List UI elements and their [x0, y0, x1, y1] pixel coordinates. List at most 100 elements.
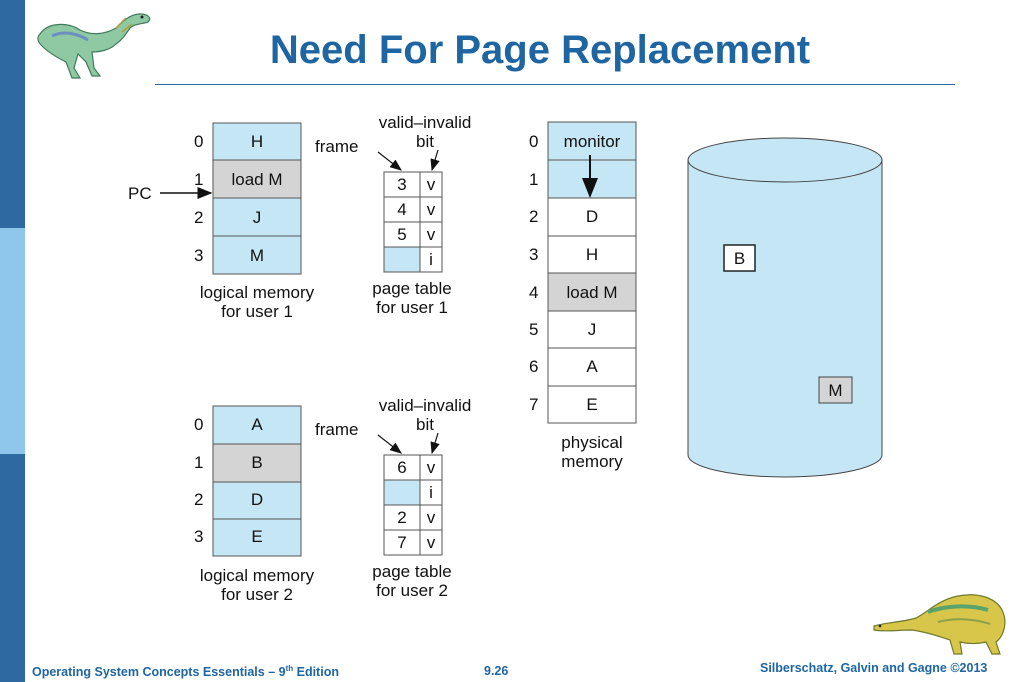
pt1-frame-value-2: 5: [397, 225, 407, 244]
logical2-content-0: A: [251, 415, 263, 434]
footer-page-number: 9.26: [484, 664, 509, 678]
frame-label-user2: frame: [315, 420, 359, 439]
pt1-frame-3: [383, 246, 421, 273]
slide-title: Need For Page Replacement: [269, 28, 811, 72]
phys-frame-4: [547, 272, 637, 312]
phys-index-4: 4: [529, 283, 539, 302]
phys-content-2: D: [585, 207, 599, 226]
valid-invalid-label-user2: valid–invalid: [378, 396, 472, 415]
logical1-content-2: J: [252, 208, 262, 227]
phys-content-4: load M: [566, 283, 618, 302]
pt2-bit-value-2: v: [426, 508, 436, 527]
pt2-bit-value-3: v: [426, 533, 436, 552]
phys-content-6: A: [586, 357, 598, 376]
logical2-cell-1: [212, 443, 302, 483]
phys-content-7: E: [586, 395, 598, 414]
disk-box-b-label: B: [733, 249, 746, 268]
bit-arrow-user2: [430, 432, 440, 455]
footer-book-title: Operating System Concepts Essentials – 9…: [32, 664, 339, 679]
logical1-content-3: M: [249, 246, 265, 265]
logical1-caption-line2: for user 1: [221, 302, 293, 321]
logical2-caption-line2: for user 2: [221, 585, 293, 604]
logical2-content-3: E: [251, 527, 263, 546]
logical2-cell-3: [212, 518, 302, 557]
phys-index-3: 3: [529, 245, 539, 264]
phys-frame-5: [547, 310, 637, 349]
pt2-frame-value-2: 2: [397, 508, 407, 527]
valid-invalid-label-user1: valid–invalid: [378, 113, 472, 132]
table1-caption-line1: page table: [372, 279, 452, 298]
logical-memory-user2: [212, 405, 302, 557]
footer-book-title-suffix: Edition: [293, 665, 339, 680]
phys-content-5: J: [587, 320, 597, 339]
logical2-cell-2: [212, 481, 302, 520]
pt1-frame-value-0: 3: [397, 175, 407, 194]
phys-index-7: 7: [529, 395, 539, 414]
physical-caption-line1: physical: [561, 433, 623, 452]
bit-label-user1: bit: [416, 132, 434, 151]
phys-index-2: 2: [529, 207, 539, 226]
logical1-cell-1: [212, 159, 302, 199]
phys-content-3: H: [585, 245, 599, 264]
frame-arrow-user2: [377, 434, 402, 454]
frame-label-user1: frame: [315, 137, 359, 156]
bit-label-user2: bit: [416, 415, 434, 434]
logical-memory-user1: [212, 122, 302, 275]
phys-content-0: monitor: [563, 132, 621, 151]
logical2-index-3: 3: [194, 527, 204, 546]
pt2-frame-value-0: 6: [397, 458, 407, 477]
title-underline: [155, 84, 955, 85]
logical1-index-3: 3: [194, 246, 204, 265]
page-table-user1: [383, 171, 443, 273]
disk-cylinder: [687, 137, 883, 478]
phys-frame-6: [547, 347, 637, 387]
table2-caption-line1: page table: [372, 562, 452, 581]
table1-caption-line2: for user 1: [376, 298, 448, 317]
sidebar-band-bottom: [0, 454, 25, 682]
sidebar-band-top: [0, 0, 25, 228]
bit-arrow-user1: [430, 149, 440, 172]
logical1-index-2: 2: [194, 208, 204, 227]
logical1-cell-3: [212, 235, 302, 275]
disk-box-m: [818, 376, 853, 404]
logical1-caption-line1: logical memory: [199, 283, 315, 302]
logical2-content-1: B: [251, 453, 263, 472]
physical-memory: [547, 121, 637, 424]
pt1-bit-value-1: v: [426, 200, 436, 219]
logical1-content-0: H: [250, 132, 264, 151]
pt1-bit-value-2: v: [426, 225, 436, 244]
logical2-index-2: 2: [194, 490, 204, 509]
physical-caption-line2: memory: [561, 452, 623, 471]
dinosaur-logo-bottom: [873, 594, 1006, 655]
logical2-content-2: D: [250, 490, 264, 509]
phys-frame-1: [547, 159, 637, 199]
logical2-index-0: 0: [194, 415, 204, 434]
phys-frame-2: [547, 197, 637, 237]
pt2-bit-value-1: i: [429, 483, 433, 502]
footer-book-title-sup: th: [285, 664, 294, 673]
logical1-cell-0: [212, 122, 302, 161]
footer-book-title-prefix: Operating System Concepts Essentials – 9: [32, 665, 286, 680]
pt1-frame-value-1: 4: [397, 200, 407, 219]
phys-frame-0: [547, 121, 637, 161]
dinosaur-logo-top: [37, 13, 151, 79]
pt1-bit-value-3: i: [429, 250, 433, 269]
pt2-bit-value-0: v: [426, 458, 436, 477]
pt2-frame-1: [383, 479, 421, 506]
pt1-frame-1: [383, 196, 421, 223]
frame-arrow-user1: [377, 151, 402, 171]
phys-index-5: 5: [529, 320, 539, 339]
pt2-frame-value-3: 7: [397, 533, 407, 552]
sidebar-band-middle: [0, 228, 25, 454]
pt2-bit-3: [419, 529, 443, 556]
logical2-index-1: 1: [194, 453, 204, 472]
pt1-bit-value-0: v: [426, 175, 436, 194]
logical2-caption-line1: logical memory: [199, 566, 315, 585]
phys-frame-3: [547, 235, 637, 274]
pt1-bit-3: [419, 246, 443, 273]
phys-index-0: 0: [529, 132, 539, 151]
disk-box-b: [723, 244, 756, 272]
phys-index-6: 6: [529, 357, 539, 376]
page-table-user2: [383, 454, 443, 556]
